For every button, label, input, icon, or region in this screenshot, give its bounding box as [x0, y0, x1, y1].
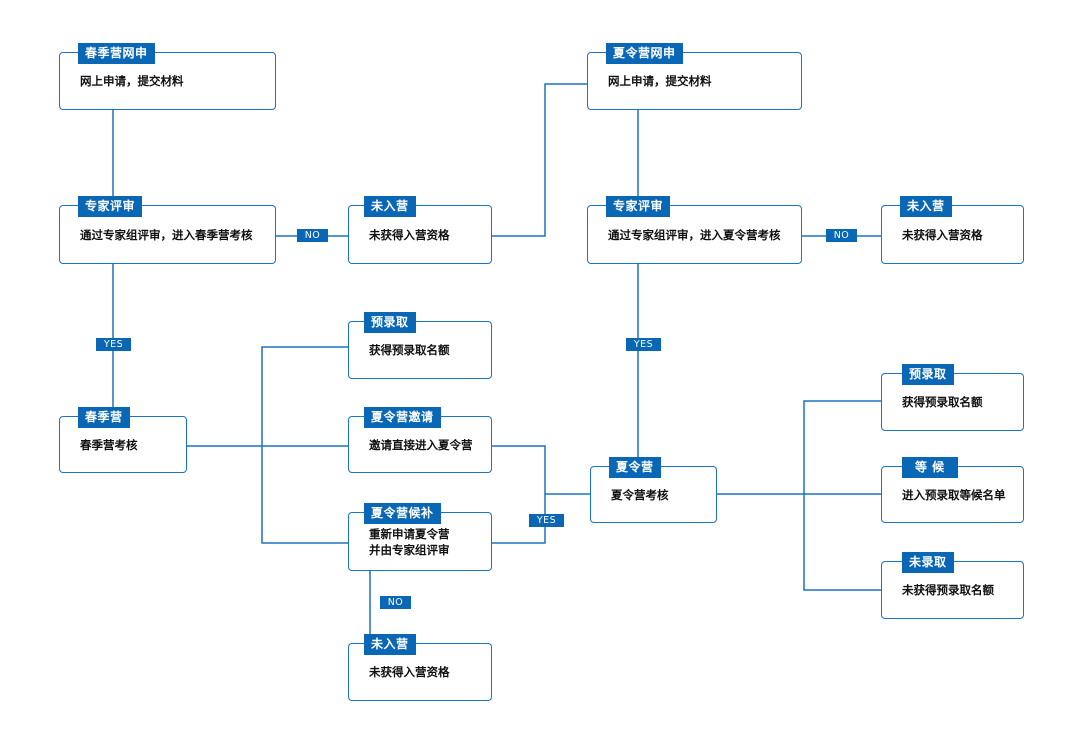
summer-review-node: 专家评审 通过专家组评审，进入夏令营考核	[587, 196, 802, 264]
summer-apply-node: 夏令营网申 网上申请，提交材料	[587, 43, 802, 110]
node-title: 专家评审	[78, 196, 143, 217]
spring-apply-node: 春季营网申 网上申请，提交材料	[59, 43, 276, 110]
node-body: 通过专家组评审，进入夏令营考核	[608, 227, 781, 242]
pre-admit-node-1: 预录取 获得预录取名额	[348, 312, 492, 379]
connector-reject-to-summer-apply	[492, 83, 587, 237]
yes-tag-left: YES	[96, 338, 131, 351]
pre-admit-node-2: 预录取 获得预录取名额	[881, 364, 1024, 431]
connector-branch-bus	[261, 346, 348, 544]
node-body: 重新申请夏令营 并由专家组评审	[369, 526, 450, 557]
node-body: 通过专家组评审，进入春季营考核	[80, 227, 253, 242]
node-body: 夏令营考核	[611, 487, 669, 502]
node-body: 未获得入营资格	[902, 227, 983, 242]
node-body: 春季营考核	[80, 437, 138, 452]
node-body: 网上申请，提交材料	[608, 74, 712, 88]
node-title: 夏令营	[609, 457, 661, 478]
node-title: 等 候	[902, 457, 958, 478]
node-title: 预录取	[364, 312, 416, 333]
no-tag-right: NO	[826, 229, 857, 242]
no-tag-bottom: NO	[380, 596, 411, 609]
waitlist-reject-node: 未入营 未获得入营资格	[348, 634, 492, 701]
node-title: 春季营网申	[78, 43, 155, 64]
node-title: 预录取	[902, 364, 954, 385]
node-body: 未获得入营资格	[369, 227, 450, 242]
no-tag-left: NO	[297, 229, 328, 242]
node-body: 获得预录取名额	[902, 395, 983, 409]
node-body: 获得预录取名额	[369, 343, 450, 357]
node-body: 未获得预录取名额	[902, 583, 994, 597]
node-body: 未获得入营资格	[369, 665, 450, 679]
waiting-node: 等 候 进入预录取等候名单	[881, 457, 1024, 523]
node-title: 未入营	[364, 196, 416, 217]
not-admitted-node: 未录取 未获得预录取名额	[881, 552, 1024, 619]
node-body: 邀请直接进入夏令营	[369, 437, 473, 452]
spring-reject-node: 未入营 未获得入营资格	[348, 196, 492, 264]
node-title: 专家评审	[606, 196, 671, 217]
node-body: 网上申请，提交材料	[80, 74, 184, 88]
node-title: 未入营	[364, 634, 416, 655]
node-title: 春季营	[78, 407, 130, 428]
summer-waitlist-node: 夏令营候补 重新申请夏令营 并由专家组评审	[348, 503, 492, 571]
spring-review-node: 专家评审 通过专家组评审，进入春季营考核	[59, 196, 276, 264]
node-title: 夏令营网申	[606, 43, 683, 64]
yes-tag-right: YES	[626, 338, 661, 351]
node-title: 未录取	[902, 552, 954, 573]
node-body: 进入预录取等候名单	[902, 487, 1006, 502]
connector-invite-to-camp	[492, 445, 546, 544]
node-title: 夏令营候补	[364, 503, 441, 524]
summer-reject-node: 未入营 未获得入营资格	[881, 196, 1024, 264]
node-title: 未入营	[900, 196, 952, 217]
summer-invite-node: 夏令营邀请 邀请直接进入夏令营	[348, 407, 492, 473]
yes-tag-middle: YES	[529, 514, 564, 527]
summer-camp-node: 夏令营 夏令营考核	[590, 457, 717, 523]
node-title: 夏令营邀请	[364, 407, 441, 428]
spring-camp-node: 春季营 春季营考核	[59, 407, 187, 473]
connector-outcome-bus	[803, 400, 881, 591]
